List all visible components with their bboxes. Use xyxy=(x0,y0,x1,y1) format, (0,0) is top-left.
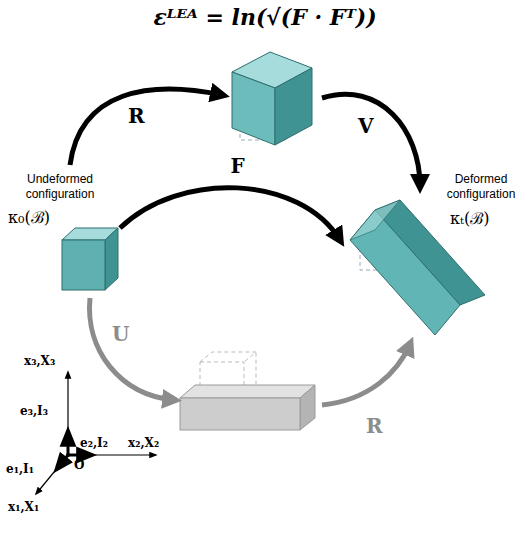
stretch-arrow xyxy=(322,94,420,186)
configuration-label: Deformed configuration xyxy=(438,172,524,202)
configuration-symbol: κₜ(ℬ) xyxy=(450,207,489,229)
rotation-arrow xyxy=(322,344,410,405)
stretch-label: V xyxy=(358,114,374,138)
origin-label: O xyxy=(74,458,84,472)
formula-title: εᴸᴱᴬ = ln(√(F · Fᵀ)) xyxy=(0,4,530,30)
origin-point xyxy=(66,453,70,457)
axis-label: e₂,I₂ xyxy=(80,436,108,450)
rotation-label: R xyxy=(128,104,145,128)
configuration-node: Deformed configuration κₜ(ℬ) xyxy=(340,172,526,337)
configuration-node: Undeformed configuration κ₀(ℬ) xyxy=(8,172,120,294)
rotation-arrow xyxy=(70,89,222,165)
coordinate-axes xyxy=(36,372,156,494)
configuration-symbol: κ₀(ℬ) xyxy=(8,206,50,228)
configuration-label: Undeformed configuration xyxy=(8,172,112,202)
axis-label: x₁,X₁ xyxy=(8,500,39,514)
stretch-label: U xyxy=(112,322,129,346)
stretched-box xyxy=(180,385,315,430)
axis-label: x₂,X₂ xyxy=(128,436,159,450)
axis-label: e₃,I₃ xyxy=(20,404,48,418)
deformation-arrow xyxy=(120,188,340,240)
axis-label: x₃,X₃ xyxy=(24,354,55,368)
undeformed-cube xyxy=(62,228,118,290)
rotation-label: R xyxy=(366,414,383,438)
stretch-arrow xyxy=(90,298,174,400)
edge-label: F xyxy=(230,154,244,178)
rotated-cube xyxy=(232,52,312,145)
axis-label: e₁,I₁ xyxy=(6,462,34,476)
